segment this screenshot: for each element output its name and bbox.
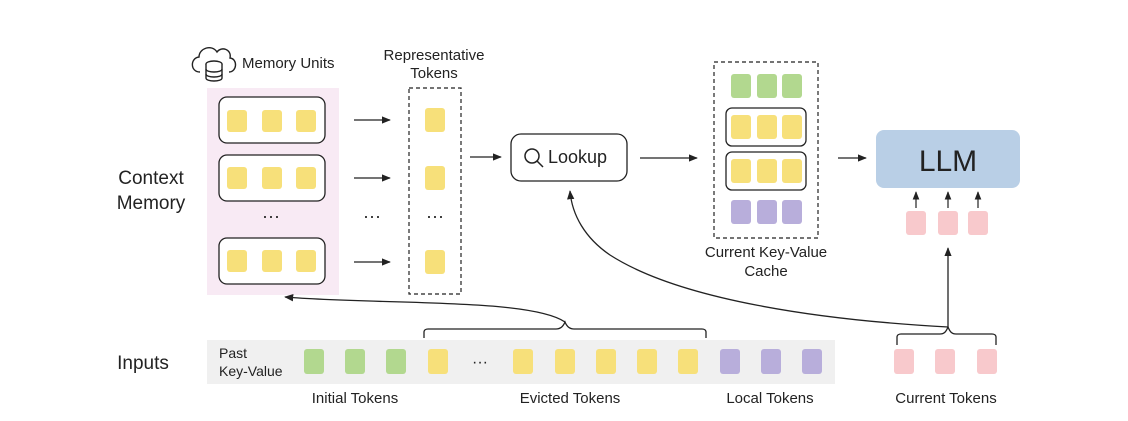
kv-token-purple xyxy=(757,200,777,224)
llm-box xyxy=(876,130,1020,188)
evicted-token xyxy=(596,349,616,374)
current-token xyxy=(935,349,955,374)
local-tokens-label: Local Tokens xyxy=(726,390,813,407)
local-token xyxy=(720,349,740,374)
initial-tokens-label: Initial Tokens xyxy=(312,390,398,407)
kv-token-purple xyxy=(731,200,751,224)
kv-token-yellow xyxy=(782,159,802,183)
kv-token-yellow xyxy=(782,115,802,139)
initial-token xyxy=(345,349,365,374)
kv-token-purple xyxy=(782,200,802,224)
past-kv-label-line1: Past xyxy=(219,345,247,361)
llm-label: LLM xyxy=(919,145,977,178)
initial-token xyxy=(386,349,406,374)
kv-token-green xyxy=(782,74,802,98)
representative-tokens-title-line1: Representative xyxy=(384,47,485,64)
inputs-label: Inputs xyxy=(117,353,169,374)
kv-token-green xyxy=(757,74,777,98)
kv-cache-box xyxy=(713,61,819,239)
cloud-database-icon xyxy=(191,47,237,82)
evicted-token xyxy=(555,349,575,374)
representative-token xyxy=(425,166,445,190)
kv-token-yellow xyxy=(731,115,751,139)
llm-input-token xyxy=(968,211,988,235)
kv-token-yellow xyxy=(757,115,777,139)
kv-cache-title-line2: Cache xyxy=(744,263,787,280)
evicted-token xyxy=(513,349,533,374)
lookup-box xyxy=(510,133,628,182)
memory-unit xyxy=(218,237,326,285)
local-token xyxy=(802,349,822,374)
representative-ellipsis: ··· xyxy=(426,206,444,226)
current-token xyxy=(977,349,997,374)
kv-token-yellow xyxy=(757,159,777,183)
current-tokens-label: Current Tokens xyxy=(895,390,996,407)
memory-units-title: Memory Units xyxy=(242,55,335,72)
kv-cache-title-line1: Current Key-Value xyxy=(705,244,827,261)
arrow-ellipsis: ··· xyxy=(363,206,381,226)
evicted-to-memory-arrow xyxy=(284,294,566,323)
current-brace xyxy=(896,325,997,345)
evicted-token xyxy=(678,349,698,374)
local-token xyxy=(761,349,781,374)
current-token xyxy=(894,349,914,374)
magnifier-icon xyxy=(524,148,544,168)
llm-input-token xyxy=(938,211,958,235)
evicted-token xyxy=(428,349,448,374)
lookup-label: Lookup xyxy=(548,147,607,167)
representative-tokens-title-line2: Tokens xyxy=(410,65,458,82)
representative-token xyxy=(425,108,445,132)
evicted-token xyxy=(637,349,657,374)
memory-ellipsis: ··· xyxy=(262,206,280,226)
evicted-ellipsis: ··· xyxy=(472,354,488,371)
current-to-lookup-arrow xyxy=(567,190,949,328)
memory-unit xyxy=(218,154,326,202)
initial-token xyxy=(304,349,324,374)
representative-tokens-box xyxy=(408,87,462,295)
kv-token-yellow xyxy=(731,159,751,183)
representative-token xyxy=(425,250,445,274)
past-kv-label-line2: Key-Value xyxy=(219,363,283,379)
context-memory-label-line1: Context xyxy=(118,168,184,189)
context-memory-label-line2: Memory xyxy=(117,193,186,214)
memory-unit xyxy=(218,96,326,144)
evicted-tokens-label: Evicted Tokens xyxy=(520,390,621,407)
kv-token-green xyxy=(731,74,751,98)
evicted-brace xyxy=(423,320,707,338)
llm-input-token xyxy=(906,211,926,235)
